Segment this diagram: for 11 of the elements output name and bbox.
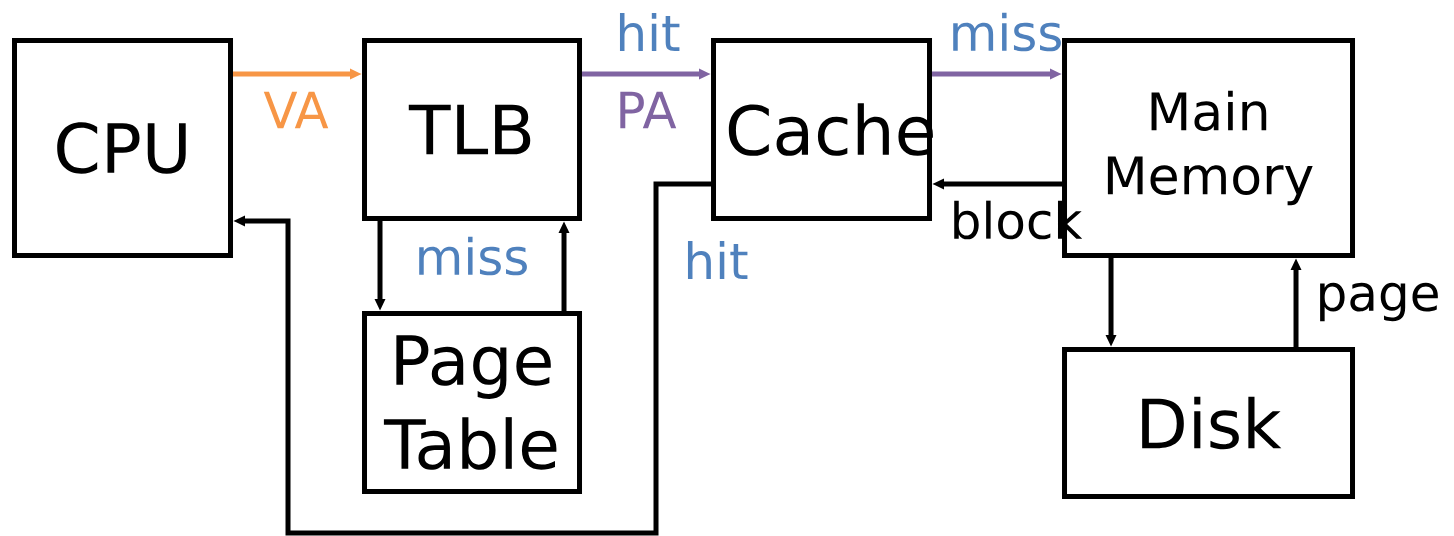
edge-label: PA bbox=[620, 91, 677, 129]
edge-label: hit bbox=[687, 241, 748, 279]
process-box: Disk bbox=[1062, 347, 1355, 499]
process-box: CPU bbox=[12, 38, 233, 258]
edge-label: miss bbox=[953, 12, 1061, 52]
edge-label: VA bbox=[263, 91, 329, 129]
process-box: TLB bbox=[362, 38, 582, 221]
edge-label: page bbox=[1320, 282, 1438, 322]
process-box: Page Table bbox=[362, 311, 582, 494]
label: hit bbox=[619, 13, 680, 51]
edge-label: miss bbox=[419, 236, 527, 276]
